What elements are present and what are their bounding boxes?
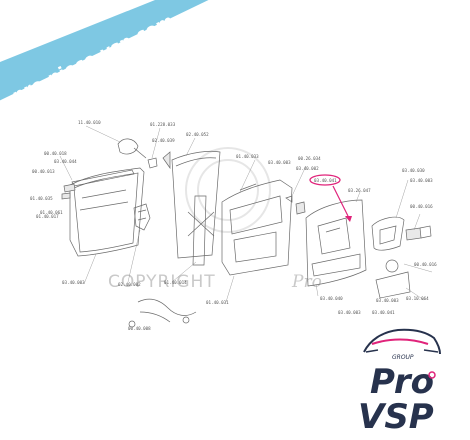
part-label: 01.40.035 [30,196,53,201]
part-label: 03.40.002 [296,166,319,171]
part-label: 01.40.017 [36,214,59,219]
part-label: 03.40.041 [372,310,395,315]
part-label: 02.40.002 [118,282,141,287]
part-label: 03.10.064 [406,296,429,301]
part-label: 00.40.016 [414,262,437,267]
part-labels: 00.40.018 03.40.044 00.40.013 01.40.035 … [30,120,437,331]
part-label: 00.40.008 [128,326,151,331]
part-label: 00.40.016 [410,204,433,209]
part-label: 03.40.044 [54,159,77,164]
outer-door-panel [69,167,145,257]
part-label: 03.40.003 [62,280,85,285]
part-label: 00.26.034 [298,156,321,161]
armrest-pocket [375,271,411,299]
copyright-watermark: COPYRIGHT Pro [108,147,322,292]
part-label: 03.40.003 [338,310,361,315]
part-label: 03.40.030 [402,168,425,173]
part-label: 02.40.052 [186,132,209,137]
part-label: 01.40.033 [236,154,259,159]
part-label: 00.40.018 [44,151,67,156]
part-label: 01.40.014 [164,280,187,285]
part-label: 02.40.039 [152,138,175,143]
wiring-harness [128,298,197,328]
part-label: 03.40.003 [410,178,433,183]
part-label: 03.26.047 [348,188,371,193]
part-label: 01.228.033 [150,122,176,127]
inner-handle [371,216,405,251]
logo-group-text: GROUP [392,354,414,361]
part-label: 01.40.031 [206,300,229,305]
switch-module [405,225,432,241]
part-label: 03.40.003 [376,298,399,303]
highlight-marker [309,174,352,222]
part-label: 03.40.040 [320,296,343,301]
bracket-part [147,157,158,169]
website-banner: pro-piece-vsp.com [0,0,209,106]
logo-accent-icon [428,371,436,379]
part-label: 03.40.041 [314,178,337,183]
part-label: 01.40.061 [40,210,63,215]
watermark-text: COPYRIGHT [108,272,216,292]
lock-mechanism [133,203,151,231]
logo-line2: VSP [358,397,434,437]
inner-door-frame [221,179,293,276]
provsp-logo: GROUP Pro VSP [358,328,441,437]
logo-line1: Pro [370,362,434,402]
leader-lines [59,125,433,303]
part-label: 03.40.003 [268,160,291,165]
mirror-part [117,138,147,159]
part-label: 00.40.013 [32,169,55,174]
window-regulator [187,195,215,266]
speaker-cover [385,259,399,273]
window-glass [171,150,221,259]
hinge-parts [285,195,306,215]
watermark-brand: Pro [291,272,322,292]
interior-trim-panel [305,199,367,287]
handle-strip [61,169,135,200]
quarter-glass [162,151,171,170]
part-label: 11.40.010 [78,120,101,125]
